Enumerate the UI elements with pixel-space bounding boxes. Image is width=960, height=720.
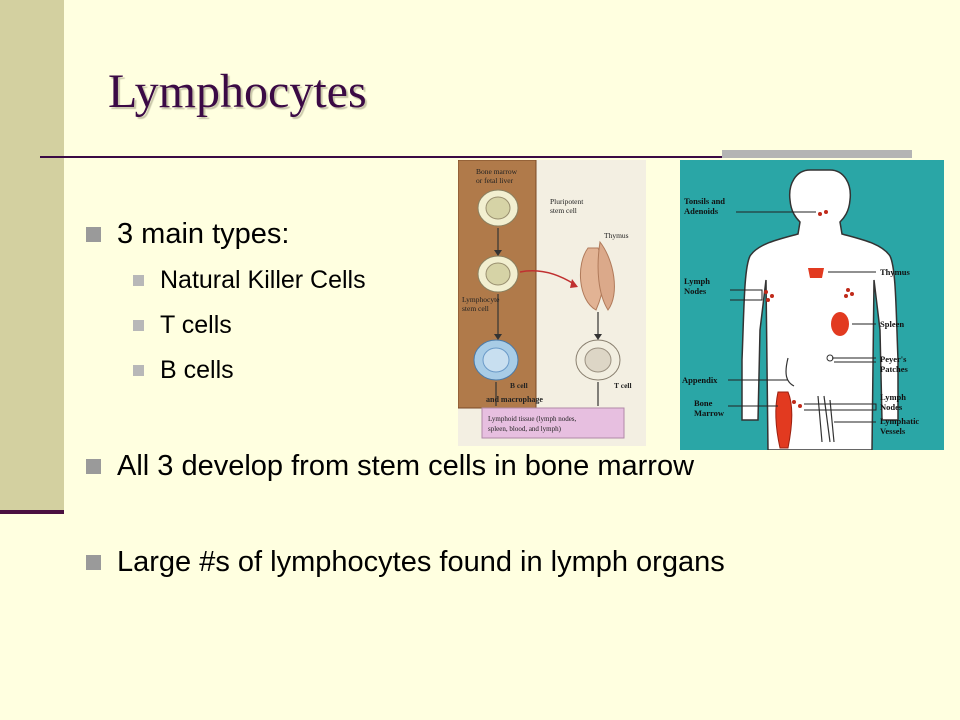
label-bone-marrow: Bone marrow [476, 167, 518, 176]
bullet-text: B cells [160, 356, 234, 384]
sub-bullet-nk-cells: Natural Killer Cells [133, 266, 366, 295]
label-and-macrophage: and macrophage [486, 395, 543, 404]
label-lymph-nodes-1: Lymph [684, 276, 710, 286]
leader-lines [728, 211, 877, 423]
label-pluripotent: Pluripotent [550, 197, 584, 206]
label-lymph-stem-cell: stem cell [462, 304, 489, 313]
bullet-text: 3 main types: [117, 218, 290, 250]
bullet-large-numbers: Large #s of lymphocytes found in lymph o… [86, 546, 725, 579]
label-lymph-nodes-2: Nodes [684, 286, 707, 296]
thymus-organ [808, 268, 824, 278]
bullet-square-icon [86, 555, 101, 570]
label-tonsils-1: Tonsils and [684, 196, 725, 206]
sub-bullet-b-cells: B cells [133, 356, 234, 385]
bullet-main-types: 3 main types: [86, 218, 289, 251]
bone-marrow-organ [775, 391, 793, 449]
sub-bullet-t-cells: T cells [133, 311, 232, 340]
title-underline [40, 156, 912, 158]
spleen-organ [831, 312, 849, 336]
label-t-cell: T cell [614, 381, 632, 390]
label-vessels-1: Lymphatic [880, 416, 919, 426]
development-diagram: Bone marrow or fetal liver Pluripotent s… [458, 160, 632, 439]
bullet-square-icon [133, 320, 144, 331]
label-spleen: Spleen [880, 319, 904, 329]
bullet-text: Large #s of lymphocytes found in lymph o… [117, 546, 725, 578]
label-marrow: Marrow [694, 408, 725, 418]
label-thymus: Thymus [604, 231, 629, 240]
bullet-square-icon [86, 459, 101, 474]
lymphoid-tissue-box [481, 407, 625, 439]
label-appendix: Appendix [682, 375, 718, 385]
body-diagram: Tonsils and Adenoids Lymph Nodes Appendi… [682, 169, 919, 450]
lymphatic-organs-figure: Tonsils and Adenoids Lymph Nodes Appendi… [680, 160, 944, 450]
label-peyers-1: Peyer's [880, 354, 907, 364]
left-decor-rule [0, 510, 64, 514]
label-lymphoid-tissue-1: Lymphoid tissue (lymph nodes, [488, 415, 577, 423]
slide-title: Lymphocytes [108, 65, 367, 118]
title-underline-accent [722, 150, 912, 158]
bullet-text: T cells [160, 311, 232, 339]
left-decor-band [0, 0, 64, 510]
label-tonsils-2: Adenoids [684, 206, 719, 216]
label-lymphoid-tissue-2: spleen, blood, and lymph) [488, 425, 562, 433]
bullet-square-icon [133, 365, 144, 376]
label-lymph-nodes-r1: Lymph [880, 392, 906, 402]
label-fetal-liver: or fetal liver [476, 176, 514, 185]
bullet-text: All 3 develop from stem cells in bone ma… [117, 450, 695, 482]
lymph-node-dots [764, 210, 854, 408]
label-peyers-2: Patches [880, 364, 909, 374]
label-lymphocyte: Lymphocyte [462, 295, 500, 304]
bullet-square-icon [133, 275, 144, 286]
label-bone: Bone [694, 398, 713, 408]
bullet-square-icon [86, 227, 101, 242]
lymphocyte-development-figure: Bone marrow or fetal liver Pluripotent s… [458, 160, 646, 446]
label-thymus-body: Thymus [880, 267, 910, 277]
label-vessels-2: Vessels [880, 426, 906, 436]
bullet-develop: All 3 develop from stem cells in bone ma… [86, 450, 694, 483]
appendix-organ [785, 357, 795, 387]
label-stem-cell: stem cell [550, 206, 577, 215]
label-lymph-nodes-r2: Nodes [880, 402, 903, 412]
bullet-text: Natural Killer Cells [160, 266, 366, 294]
label-b-cell: B cell [510, 381, 528, 390]
